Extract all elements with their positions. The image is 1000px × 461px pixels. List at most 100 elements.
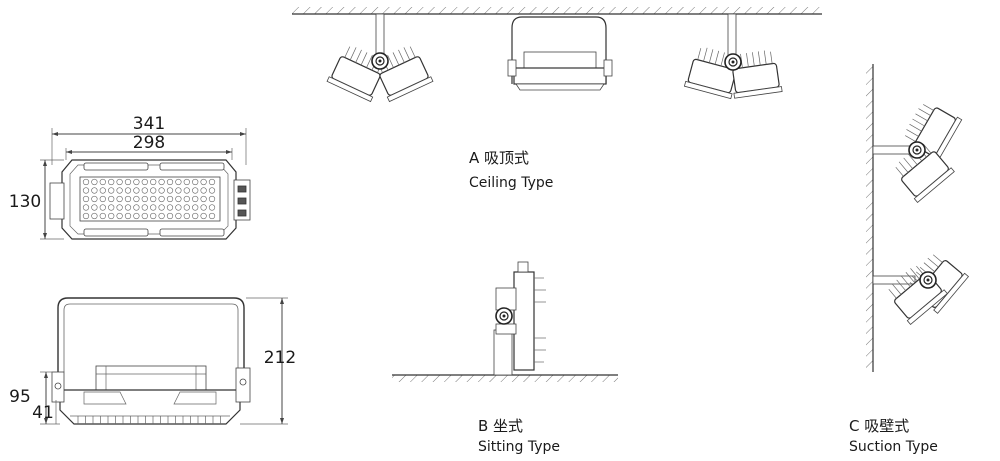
led-emitter bbox=[108, 212, 115, 220]
led-emitter bbox=[124, 178, 132, 186]
led-emitter bbox=[82, 178, 90, 186]
led-emitter bbox=[91, 195, 98, 203]
led-emitter bbox=[192, 178, 199, 186]
led-emitter bbox=[158, 204, 165, 211]
sitting-mount-diagram bbox=[392, 261, 618, 382]
dim-front-height: 130 bbox=[9, 192, 41, 212]
led-emitter bbox=[200, 178, 207, 186]
dim-bracket-height: 95 bbox=[9, 387, 31, 407]
led-emitter bbox=[82, 204, 90, 211]
led-emitter bbox=[183, 204, 190, 211]
led-emitter bbox=[133, 178, 140, 186]
led-emitter bbox=[158, 178, 165, 186]
wall-mount-diagram bbox=[866, 64, 970, 372]
led-emitter bbox=[141, 187, 148, 194]
led-emitter bbox=[116, 212, 123, 220]
ceiling-hatch bbox=[292, 7, 822, 14]
led-emitter bbox=[200, 204, 207, 211]
led-emitter bbox=[183, 187, 190, 194]
heat-sink-fins bbox=[77, 416, 221, 424]
led-emitter bbox=[124, 195, 132, 203]
led-emitter bbox=[192, 204, 199, 211]
front-view: 341 298 130 bbox=[9, 114, 251, 240]
led-array bbox=[82, 178, 216, 220]
led-emitter bbox=[116, 204, 123, 211]
led-emitter bbox=[150, 212, 157, 220]
led-emitter bbox=[99, 212, 106, 220]
led-emitter bbox=[200, 212, 207, 220]
led-emitter bbox=[158, 212, 165, 220]
led-emitter bbox=[175, 187, 182, 194]
led-emitter bbox=[208, 212, 216, 220]
led-emitter bbox=[99, 187, 106, 194]
led-emitter bbox=[116, 178, 123, 186]
led-emitter bbox=[150, 178, 157, 186]
led-emitter bbox=[91, 204, 98, 211]
led-emitter bbox=[158, 195, 165, 203]
led-emitter bbox=[141, 178, 148, 186]
suction-type-en: Suction Type bbox=[849, 439, 938, 455]
led-emitter bbox=[116, 187, 123, 194]
led-emitter bbox=[116, 195, 123, 203]
dim-side-height: 212 bbox=[264, 348, 296, 368]
led-emitter bbox=[200, 195, 207, 203]
led-emitter bbox=[124, 212, 132, 220]
led-emitter bbox=[124, 204, 132, 211]
led-emitter bbox=[99, 195, 106, 203]
led-emitter bbox=[91, 187, 98, 194]
led-emitter bbox=[208, 178, 216, 186]
led-emitter bbox=[200, 187, 207, 194]
led-emitter bbox=[166, 195, 174, 203]
ceiling-type-cn: A 吸顶式 bbox=[469, 149, 529, 167]
led-emitter bbox=[175, 195, 182, 203]
led-emitter bbox=[124, 187, 132, 194]
dim-inner-width: 298 bbox=[133, 133, 165, 153]
led-emitter bbox=[208, 204, 216, 211]
led-emitter bbox=[133, 195, 140, 203]
led-emitter bbox=[141, 195, 148, 203]
led-emitter bbox=[82, 212, 90, 220]
led-emitter bbox=[183, 178, 190, 186]
led-emitter bbox=[91, 212, 98, 220]
led-emitter bbox=[108, 187, 115, 194]
led-emitter bbox=[82, 195, 90, 203]
sitting-type-en: Sitting Type bbox=[478, 439, 560, 455]
led-emitter bbox=[150, 195, 157, 203]
led-emitter bbox=[166, 204, 174, 211]
led-emitter bbox=[192, 187, 199, 194]
led-emitter bbox=[158, 187, 165, 194]
led-emitter bbox=[91, 178, 98, 186]
led-emitter bbox=[141, 204, 148, 211]
floor-hatch bbox=[392, 375, 618, 382]
ceiling-mount-diagram bbox=[292, 7, 822, 103]
led-emitter bbox=[183, 195, 190, 203]
led-emitter bbox=[99, 178, 106, 186]
led-emitter bbox=[192, 195, 199, 203]
led-emitter bbox=[141, 212, 148, 220]
wall-hatch bbox=[866, 64, 873, 372]
led-emitter bbox=[175, 178, 182, 186]
dim-base-height: 41 bbox=[32, 403, 54, 423]
led-emitter bbox=[150, 187, 157, 194]
led-emitter bbox=[192, 212, 199, 220]
led-emitter bbox=[183, 212, 190, 220]
led-emitter bbox=[99, 204, 106, 211]
led-emitter bbox=[133, 204, 140, 211]
led-emitter bbox=[150, 204, 157, 211]
ceiling-type-en: Ceiling Type bbox=[469, 175, 553, 191]
led-emitter bbox=[175, 212, 182, 220]
suction-type-cn: C 吸壁式 bbox=[849, 417, 909, 435]
led-emitter bbox=[108, 195, 115, 203]
sitting-type-cn: B 坐式 bbox=[478, 417, 523, 435]
side-view: 212 95 41 bbox=[9, 297, 296, 425]
led-emitter bbox=[82, 187, 90, 194]
led-emitter bbox=[166, 178, 174, 186]
led-emitter bbox=[175, 204, 182, 211]
led-emitter bbox=[108, 204, 115, 211]
led-emitter bbox=[133, 212, 140, 220]
led-emitter bbox=[208, 195, 216, 203]
dim-overall-width: 341 bbox=[133, 114, 165, 134]
led-emitter bbox=[133, 187, 140, 194]
led-emitter bbox=[108, 178, 115, 186]
